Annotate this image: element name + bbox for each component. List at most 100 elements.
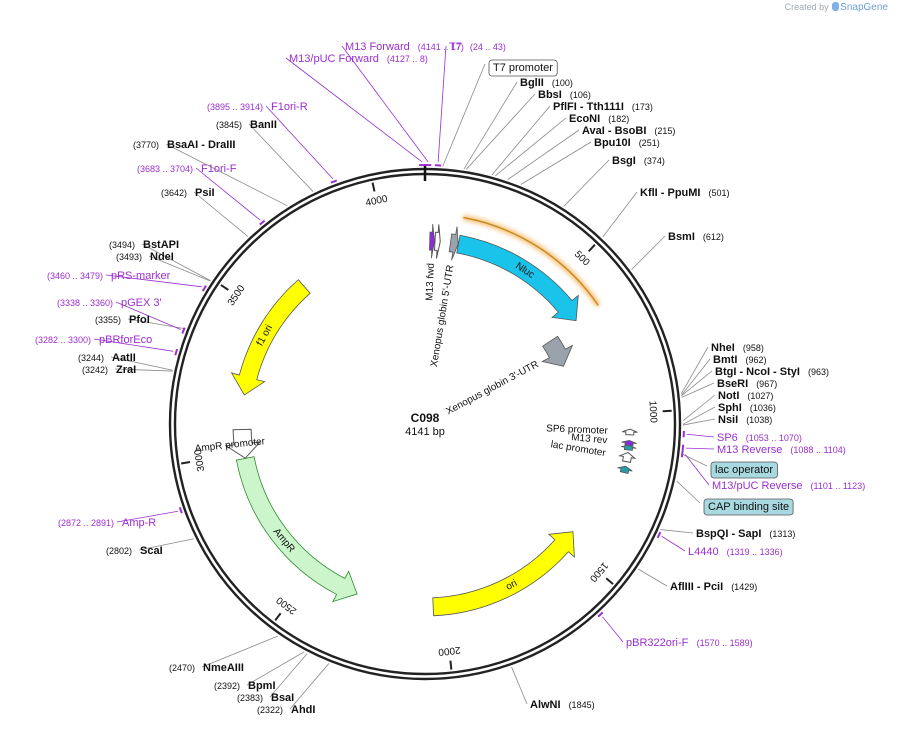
primer-label[interactable]: F1ori-F(3683 .. 3704): [137, 163, 237, 175]
leader-line: [437, 45, 447, 163]
leader-line: [93, 338, 174, 352]
primer-position: (1319 .. 1336): [727, 547, 783, 557]
primer-position: (3282 .. 3300): [35, 335, 91, 345]
tick-label: 1000: [646, 400, 658, 423]
site-label[interactable]: AlwNI(1845): [530, 699, 595, 711]
site-label[interactable]: AhdI(2322): [257, 704, 315, 716]
site-label[interactable]: BbsI (106): [538, 89, 591, 101]
nluc-glow-line: [463, 216, 599, 306]
primer-label[interactable]: pGEX 3'(3338 .. 3360): [57, 297, 162, 309]
primer-mark: [681, 444, 685, 452]
site-position: (106): [570, 90, 591, 100]
site-label[interactable]: NdeI(3493): [116, 251, 174, 263]
feature-xglobin3[interactable]: [541, 335, 574, 367]
site-label[interactable]: NheI(958): [711, 342, 764, 354]
site-label[interactable]: BsgI(374): [612, 155, 665, 167]
feature-cap[interactable]: [617, 465, 633, 475]
label-leader-lines: [93, 45, 716, 710]
feature-box-label[interactable]: T7 promoter: [493, 62, 553, 74]
feature-box-label[interactable]: lac operator: [715, 464, 773, 476]
primer-name: M13 Forward: [345, 41, 410, 53]
feature-m13rev[interactable]: [621, 439, 637, 447]
site-label[interactable]: BanII(3845): [216, 119, 277, 131]
site-label[interactable]: BtgI - NcoI - StyI(963): [715, 366, 829, 378]
site-position: (3494): [109, 240, 135, 250]
site-label[interactable]: KflI - PpuMI(501): [640, 187, 730, 199]
tick-label: 4000: [365, 194, 390, 210]
feature-box: [703, 498, 794, 516]
site-label[interactable]: PflFI - Tth111I(173): [553, 101, 653, 113]
leader-line: [685, 447, 715, 450]
primer-label[interactable]: pBR322ori-F(1570 .. 1589): [626, 637, 753, 649]
site-label[interactable]: BglII(100): [520, 77, 573, 89]
site-label[interactable]: NsiI(1038): [718, 414, 772, 426]
plasmid-name: C098: [411, 411, 440, 425]
site-label[interactable]: BspQI - SapI(1313): [696, 528, 795, 540]
primer-label[interactable]: M13 Forward(4141 .. 17): [345, 41, 464, 53]
site-name: NheI: [711, 342, 735, 354]
primer-position: (3338 .. 3360): [57, 298, 113, 308]
feature-t7prom[interactable]: [433, 224, 441, 259]
site-name: PfoI: [129, 314, 150, 326]
site-position: (3642): [161, 188, 187, 198]
primer-label[interactable]: M13/pUC Forward(4127 .. 8): [289, 53, 428, 65]
site-label[interactable]: BseRI(967): [717, 378, 777, 390]
feature-m13fwd[interactable]: [429, 224, 435, 259]
site-label[interactable]: AvaI - BsoBI(215): [582, 125, 675, 137]
feature-label-m13rev: M13 rev: [571, 432, 608, 446]
site-label[interactable]: Bpu10I(251): [594, 137, 660, 149]
site-name: BbsI: [538, 89, 562, 101]
site-label[interactable]: BsmI(612): [668, 231, 724, 243]
site-label[interactable]: PfoI(3355): [95, 314, 150, 326]
site-label[interactable]: ScaI(2802): [106, 545, 163, 557]
site-label[interactable]: BsaI(2383): [237, 692, 294, 704]
feature-box: [710, 461, 778, 479]
primer-label[interactable]: T7(24 .. 43): [449, 41, 506, 53]
site-label[interactable]: BpmI(2392): [214, 680, 276, 692]
feature-ampr[interactable]: [235, 456, 358, 603]
feature-ori[interactable]: [432, 531, 575, 617]
site-name: BspQI - SapI: [696, 528, 761, 540]
primer-label[interactable]: pBRforEco(3282 .. 3300): [35, 334, 152, 346]
site-label[interactable]: NmeAIII(2470): [169, 662, 244, 674]
site-name: BsaAI - DraIII: [167, 139, 235, 151]
primer-name: L4440: [688, 546, 719, 558]
site-label[interactable]: BsaAI - DraIII(3770): [133, 139, 235, 151]
feature-box-label[interactable]: CAP binding site: [708, 501, 789, 513]
site-label[interactable]: ZraI(3242): [82, 364, 136, 376]
tick-label: 500: [572, 249, 592, 269]
primer-label[interactable]: M13/pUC Reverse(1101 .. 1123): [712, 480, 865, 492]
feature-lacop[interactable]: [621, 444, 637, 451]
site-name: BsaI: [271, 692, 294, 704]
primer-label[interactable]: F1ori-R(3895 .. 3914): [207, 101, 308, 113]
primer-label[interactable]: L4440 (1319 .. 1336): [688, 546, 783, 558]
primer-label[interactable]: Amp-R(2872 .. 2891): [58, 517, 156, 529]
feature-f1ori[interactable]: [230, 279, 311, 396]
feature-xglobin5[interactable]: [448, 226, 459, 261]
site-position: (215): [654, 126, 675, 136]
site-label[interactable]: AflIII - PciI(1429): [670, 581, 757, 593]
site-name: BseRI: [717, 378, 748, 390]
primer-label[interactable]: M13 Reverse(1088 .. 1104): [717, 444, 846, 456]
site-position: (3244): [78, 353, 104, 363]
site-label[interactable]: AatII(3244): [78, 352, 136, 364]
tick-mark: [274, 612, 282, 621]
primer-name: T7: [449, 41, 462, 53]
site-label[interactable]: PsiI(3642): [161, 187, 215, 199]
site-label[interactable]: EcoNI(182): [569, 113, 629, 125]
primer-label[interactable]: pRS-marker(3460 .. 3479): [47, 270, 171, 282]
site-label[interactable]: BmtI(962): [713, 354, 766, 366]
primer-label[interactable]: SP6(1053 .. 1070): [717, 432, 802, 444]
site-position: (501): [709, 188, 730, 198]
site-label[interactable]: NotI(1027): [718, 390, 773, 402]
feature-nluc[interactable]: [456, 234, 579, 322]
leader-line: [507, 129, 580, 180]
site-label[interactable]: SphI(1036): [718, 402, 776, 414]
site-label[interactable]: BstAPI(3494): [109, 239, 179, 251]
feature-amprprom[interactable]: [224, 428, 262, 459]
primer-position: (1053 .. 1070): [746, 433, 802, 443]
site-name: AhdI: [291, 704, 315, 716]
leader-line: [285, 57, 423, 163]
feature-sp6prom[interactable]: [622, 428, 638, 436]
feature-lacprom[interactable]: [617, 451, 637, 463]
